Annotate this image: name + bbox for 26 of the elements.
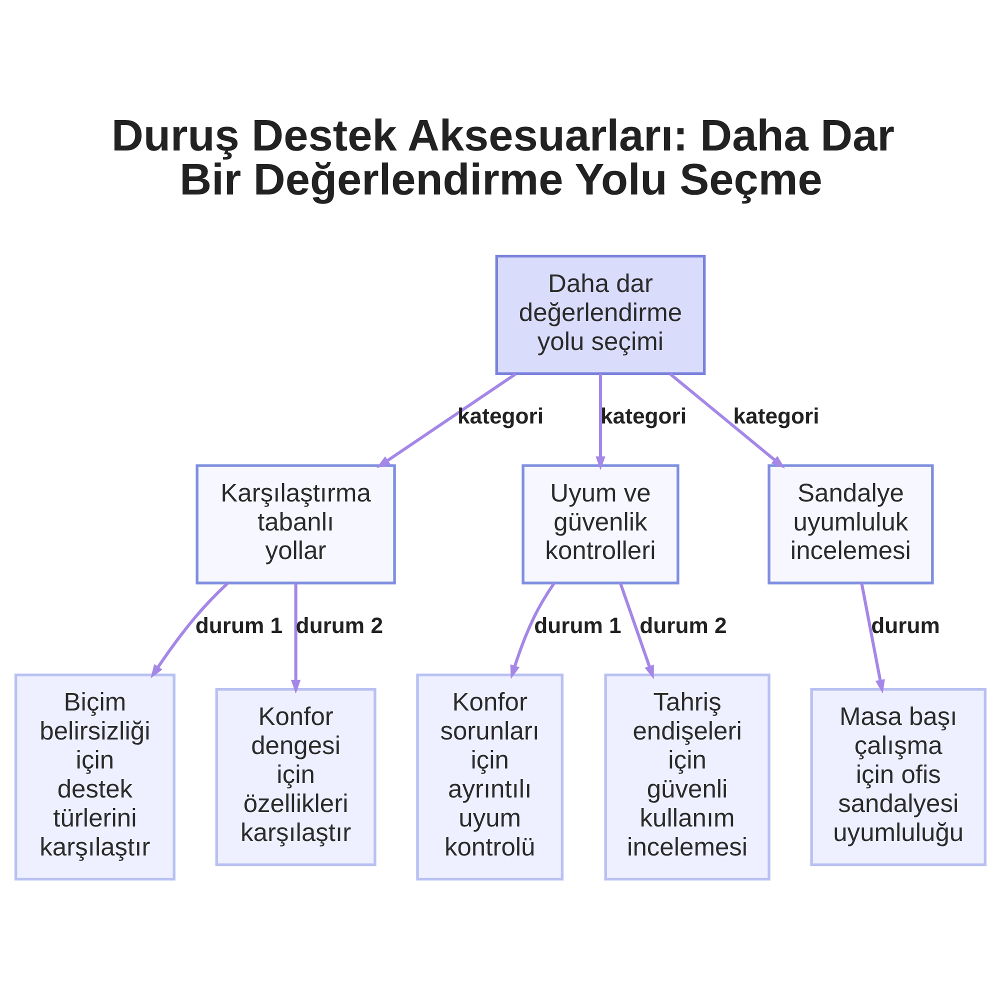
- edge-label: kategori: [457, 404, 544, 429]
- arrow: [150, 582, 228, 678]
- arrow: [595, 374, 605, 470]
- node-box: Karşılaştırma tabanlı yollar: [195, 464, 396, 584]
- node-box: Daha dar değerlendirme yolu seçimi: [494, 254, 706, 375]
- edge-label: kategori: [600, 404, 686, 429]
- diagram-title: Duruş Destek Aksesuarları: Daha Dar Bir Değerlendirme Yolu Seçme: [111, 111, 894, 205]
- node-box: Konfor dengesi için özellikleri karşılaştır: [214, 688, 376, 866]
- arrow: [510, 582, 555, 679]
- edge-label: kategori: [732, 404, 819, 429]
- node-box: Sandalye uyumluluk incelemesi: [767, 464, 934, 584]
- edge-label: durum 1: [534, 613, 621, 638]
- node-box: Konfor sorunları için ayrıntılı uyum kontrolü: [416, 674, 564, 881]
- arrow: [290, 583, 300, 694]
- arrow: [668, 372, 784, 468]
- node-box: Uyum ve güvenlik kontrolleri: [521, 464, 679, 584]
- node-box: Tahriş endişeleri için güvenli kullanım incelemesi: [604, 674, 770, 881]
- arrow: [618, 582, 654, 680]
- arrow: [376, 372, 516, 468]
- edge-label: durum: [870, 613, 940, 638]
- node-box: Biçim belirsizliği için destek türlerini karşılaştır: [14, 674, 175, 881]
- edge-label: durum 2: [639, 613, 726, 638]
- edge-label: durum 2: [295, 613, 383, 638]
- edge-label: durum 1: [194, 613, 282, 638]
- arrow: [860, 582, 884, 694]
- node-box: Masa başı çalışma için ofis sandalyesi uyumluluğu: [810, 688, 986, 866]
